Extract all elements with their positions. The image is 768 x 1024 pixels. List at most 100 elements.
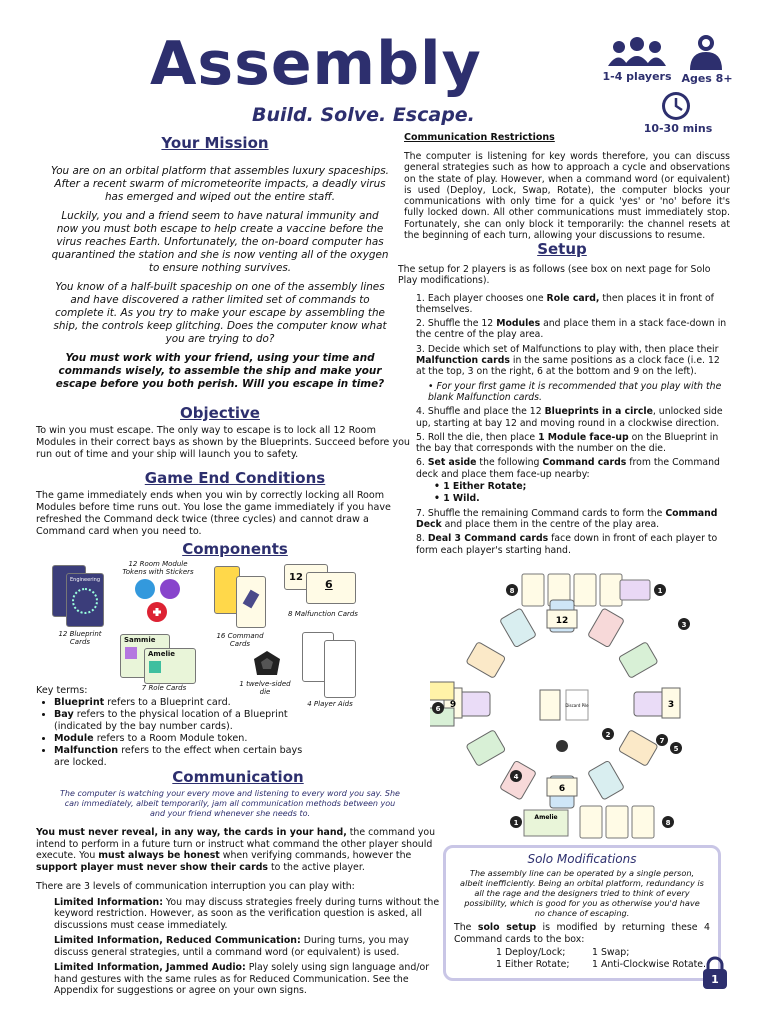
callout-marker (510, 770, 522, 782)
player-aid-left-1 (430, 681, 455, 701)
s: 1. Each player chooses one (416, 292, 547, 304)
setup-step-5: 5. Roll the die, then place 1 Module fac… (416, 432, 728, 455)
malfunction-number-3: 3 (668, 700, 674, 710)
game-end-heading: Game End Conditions (144, 469, 326, 487)
blueprint-card-front: Engineering (66, 573, 104, 627)
solo-card-list: 1 Deploy/Lock;1 Swap; 1 Either Rotate;1 … (496, 947, 718, 971)
players-label: 1-4 players (602, 70, 672, 83)
setup-step-6-item-1: • 1 Either Rotate; (434, 481, 527, 493)
command-card-1 (214, 566, 240, 614)
key-term-module: Module refers to a Room Module token. (54, 733, 318, 745)
s: and place them in a stack face-down in t… (416, 318, 727, 341)
callout-number: 7 (660, 737, 665, 745)
callout-number: 8 (510, 587, 515, 595)
modules-label: 12 Room Module Tokens with Stickers (122, 560, 194, 576)
term: Bay (54, 709, 74, 720)
callout-number: 6 (436, 705, 441, 713)
blueprint-card (588, 760, 624, 800)
key-term-bay: Bay refers to the physical location of a… (54, 709, 318, 733)
communication-body: You must never reveal, in any way, the c… (36, 827, 440, 997)
key-term-blueprint: Blueprint refers to a Blueprint card. (54, 697, 318, 709)
solo-intro: The assembly line can be operated by a s… (460, 868, 704, 918)
solo-heading: Solo Modifications (527, 852, 637, 866)
term: Malfunction (54, 745, 119, 756)
role-label: 7 Role Cards (141, 684, 187, 692)
page-number: 1 (711, 973, 719, 986)
communication-heading: Communication (172, 768, 304, 786)
s: is modified by returning these 4 Command… (454, 922, 710, 945)
s: from the Command deck and place them fac… (416, 457, 720, 480)
malfunction-card-6 (546, 777, 578, 797)
blueprint-card (618, 642, 658, 678)
callout-marker (654, 584, 666, 596)
discard-pile (565, 689, 589, 721)
time-label: 10-30 mins (643, 122, 713, 135)
malfunction-number-2: 6 (325, 578, 333, 591)
s: 1 Either Rotate; (443, 481, 527, 493)
callout-number: 4 (514, 773, 519, 781)
s: in the same positions as a clock face (i… (416, 355, 720, 378)
command-deck (539, 689, 561, 721)
s: Command Deck (416, 507, 718, 530)
role-name-2: Amelie (148, 650, 176, 658)
setup-step-8: 8. Deal 3 Command cards face down in fro… (416, 533, 728, 556)
solo-card: 1 Deploy/Lock; (496, 947, 566, 958)
mission-heading: Your Mission (161, 134, 269, 152)
level-3: Limited Information, Jammed Audio: Play … (54, 962, 440, 997)
command-card-2 (236, 576, 266, 628)
command-card (605, 805, 629, 839)
solo-box: Solo Modifications The assembly line can… (443, 845, 721, 981)
malfunction-number-6: 6 (559, 784, 565, 794)
s: Command cards (542, 457, 627, 469)
p1c: must always be honest (98, 850, 220, 861)
term: Blueprint (54, 697, 105, 708)
solo-card: 1 Either Rotate; (496, 959, 570, 970)
objective-heading: Objective (180, 404, 260, 422)
command-card (631, 805, 655, 839)
command-card (599, 573, 623, 607)
setup-intro: The setup for 2 players is as follows (s… (398, 264, 711, 287)
level-2-text: During turns, you may discuss general st… (54, 935, 409, 958)
mission-text: You are on an orbital platform that asse… (50, 165, 390, 391)
level-1-text: You may discuss strategies freely during… (54, 896, 440, 931)
p1a: You must never reveal, in any way, the c… (36, 827, 347, 838)
s: Modules (496, 318, 541, 330)
level-3-text: Play solely using sign language and/or h… (54, 962, 430, 996)
p1f: to the active player. (268, 861, 365, 873)
blueprint-card-art (72, 588, 98, 614)
blueprint-card (588, 608, 624, 648)
setup-step-2: 2. Shuffle the 12 Modules and place them… (416, 318, 728, 341)
restrictions-text: The computer is listening for key words … (404, 151, 730, 242)
s: 7. Shuffle the remaining Command cards t… (416, 507, 666, 519)
callout-marker (678, 618, 690, 630)
discard-label: Discard Pile (565, 703, 589, 708)
s: 2. Shuffle the 12 (416, 318, 497, 330)
malfunction-card-2: 6 (306, 572, 356, 604)
setup-step-3-note: • For your first game it is recommended … (428, 380, 722, 403)
callout-marker (510, 816, 522, 828)
module-stack (556, 740, 568, 752)
callout-number: 1 (658, 587, 663, 595)
s: 8. (416, 533, 428, 545)
lock-icon (703, 956, 727, 989)
tagline: Build. Solve. Escape. (252, 104, 475, 126)
levels-intro: There are 3 levels of communication inte… (36, 881, 355, 892)
setup-step-6: 6. Set aside the following Command cards… (416, 457, 728, 480)
set-aside-card (619, 579, 651, 601)
s: and place them in the centre of the play… (441, 518, 660, 530)
mission-p2: Luckily, you and a friend seem to have n… (51, 210, 389, 274)
die-label: 1 twelve-sided die (239, 680, 291, 696)
setup-heading: Setup (537, 240, 587, 258)
callout-marker (506, 584, 518, 596)
term-def: refers to the effect when certain bays a… (54, 745, 303, 768)
s: Malfunction cards (416, 355, 510, 367)
command-card (521, 573, 545, 607)
level-1-head: Limited Information: (54, 896, 163, 908)
key-terms: Key terms: Blueprint refers to a Bluepri… (36, 685, 318, 769)
players-icon (608, 37, 666, 66)
level-1: Limited Information: You may discuss str… (54, 897, 440, 932)
callout-marker (662, 816, 674, 828)
mission-p1: You are on an orbital platform that asse… (51, 165, 389, 203)
level-2: Limited Information, Reduced Communicati… (54, 935, 440, 958)
